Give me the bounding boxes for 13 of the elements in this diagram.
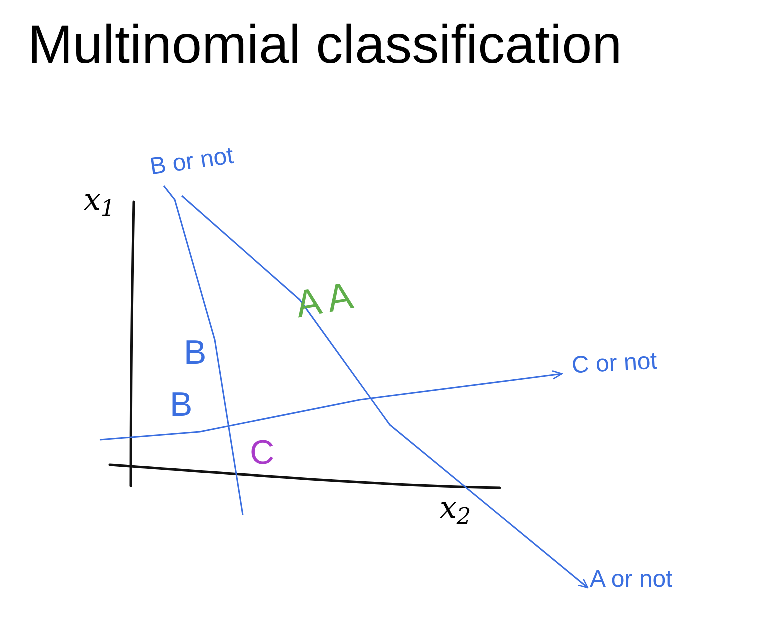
boundary-label: A or not xyxy=(590,568,673,592)
boundary-line xyxy=(100,370,563,441)
boundary-line xyxy=(182,195,589,589)
boundary-label: C or not xyxy=(571,350,658,378)
axis-label: x$_{2}$ xyxy=(440,494,472,524)
class-label: B xyxy=(184,336,207,370)
class-label: B xyxy=(170,388,193,422)
axis-label: x$_{1}$ xyxy=(84,186,116,216)
title: Multinomial classification xyxy=(28,18,622,72)
class-label: A A xyxy=(293,277,356,325)
boundary-line xyxy=(163,186,244,516)
class-label: C xyxy=(250,436,275,470)
boundary-label: B or not xyxy=(148,144,236,180)
